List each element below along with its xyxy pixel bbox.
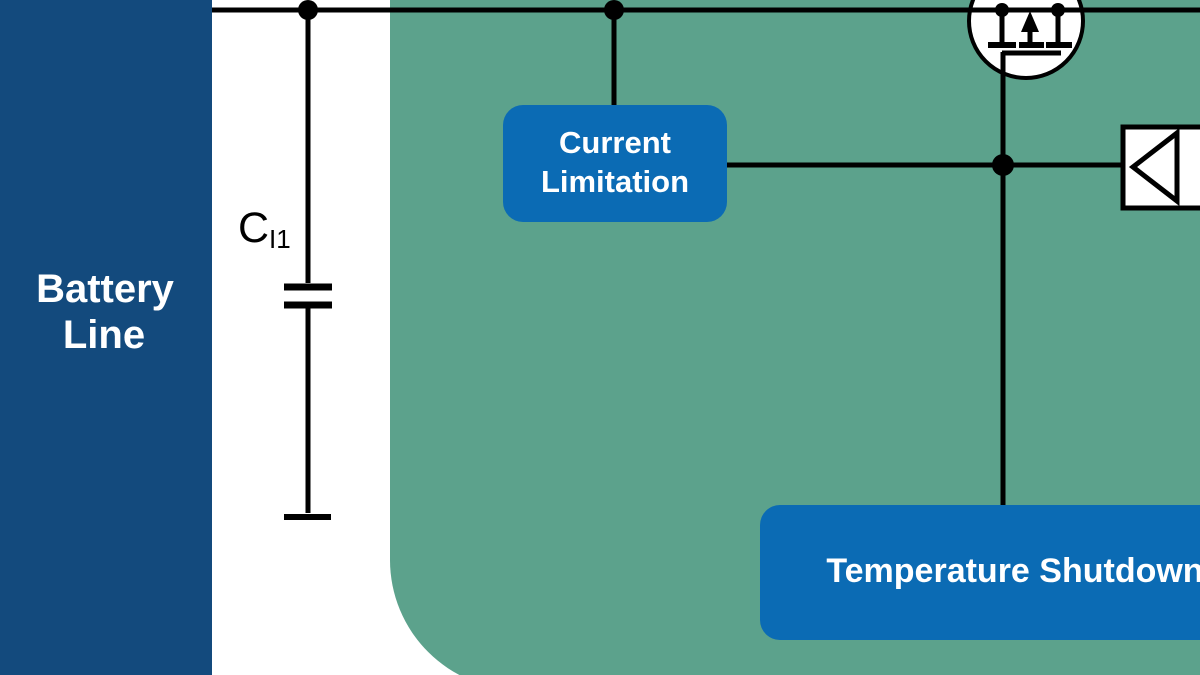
wires <box>212 7 1200 507</box>
sidebar-label-line2: Line <box>63 313 145 357</box>
current-limitation-box <box>503 105 727 222</box>
current-limitation-label-line2: Limitation <box>541 164 689 199</box>
junction-dot-current-limitation <box>604 0 624 20</box>
gate-driver-triangle-icon <box>1128 127 1180 207</box>
junction-dot-capacitor <box>298 0 318 20</box>
n-channel-mosfet-icon <box>988 3 1072 56</box>
capacitor-icon <box>284 283 332 520</box>
temperature-shutdown-label: Temperature Shutdown <box>826 552 1200 590</box>
battery-line-sidebar: Battery Line <box>0 0 212 675</box>
junction-dot-gate-node <box>992 154 1014 176</box>
junction-dots <box>298 0 1014 176</box>
mosfet-body-circle <box>967 0 1085 80</box>
sidebar-label-line1: Battery <box>36 267 175 311</box>
current-limitation-block: Current Limitation <box>503 105 727 222</box>
mosfet-source-dot <box>1051 3 1065 17</box>
capacitor-subscript: I1 <box>269 224 291 254</box>
capacitor-label: C <box>238 204 269 252</box>
temperature-shutdown-block: Temperature Shutdown <box>760 505 1200 640</box>
sidebar-background <box>0 0 212 675</box>
current-limitation-label-line1: Current <box>559 125 671 160</box>
gate-driver-icon <box>1120 124 1200 211</box>
capacitor-designator: C I1 <box>238 204 291 254</box>
mosfet-body-arrow-head <box>1021 11 1039 32</box>
mosfet-drain-dot <box>995 3 1009 17</box>
temperature-shutdown-box <box>760 505 1200 640</box>
